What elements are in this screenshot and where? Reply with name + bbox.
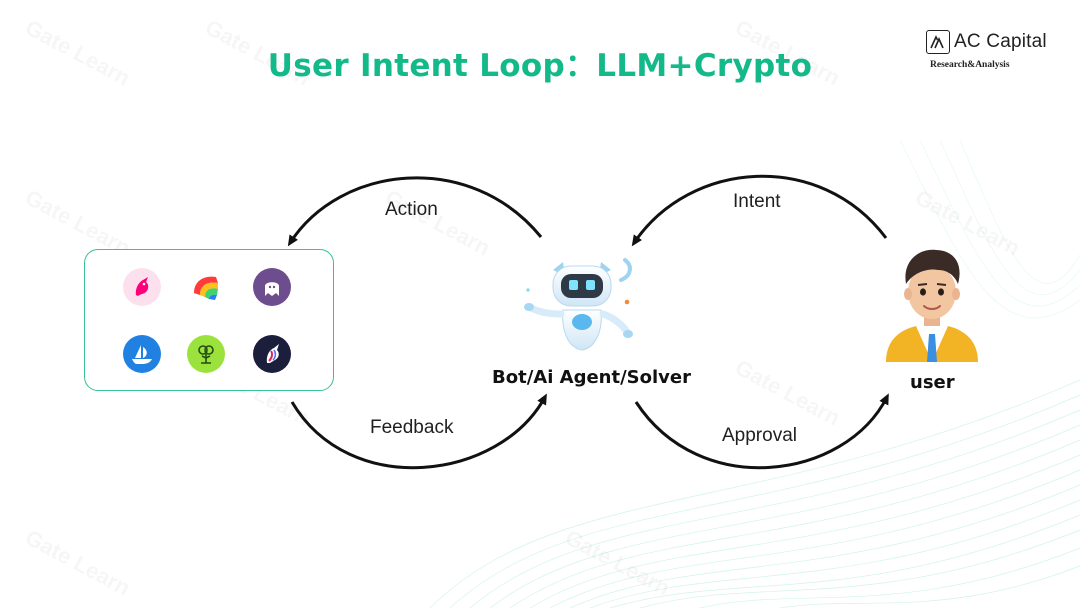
- user-avatar-icon: [880, 244, 984, 362]
- brand-subtitle: Research&Analysis: [930, 60, 1010, 70]
- action-label: Action: [385, 199, 438, 220]
- feedback-label: Feedback: [370, 417, 454, 438]
- robot-icon: [523, 252, 641, 362]
- ac-mountain-logo-icon: [926, 30, 950, 54]
- feedback-arrow: [290, 393, 547, 470]
- agent-label: Bot/Ai Agent/Solver: [492, 367, 691, 388]
- protocols-box: [84, 249, 334, 391]
- user-label: user: [910, 372, 955, 393]
- intent-label: Intent: [733, 191, 781, 212]
- page-title: User Intent Loop：LLM+Crypto: [267, 48, 813, 84]
- tree-logo-icon: [187, 335, 225, 373]
- opensea-boat-icon: [123, 335, 161, 373]
- brand-block: AC Capital Research&Analysis: [926, 30, 1054, 70]
- approval-label: Approval: [722, 425, 797, 446]
- curve-rainbow-icon: [187, 268, 225, 306]
- approval-arrow: [634, 393, 889, 470]
- intent-arrow: [631, 174, 888, 247]
- uniswap-unicorn-icon: [123, 268, 161, 306]
- action-arrow: [287, 176, 543, 247]
- brand-name: AC Capital: [954, 31, 1047, 52]
- ghost-icon: [253, 268, 291, 306]
- unicorn-dark-icon: [253, 335, 291, 373]
